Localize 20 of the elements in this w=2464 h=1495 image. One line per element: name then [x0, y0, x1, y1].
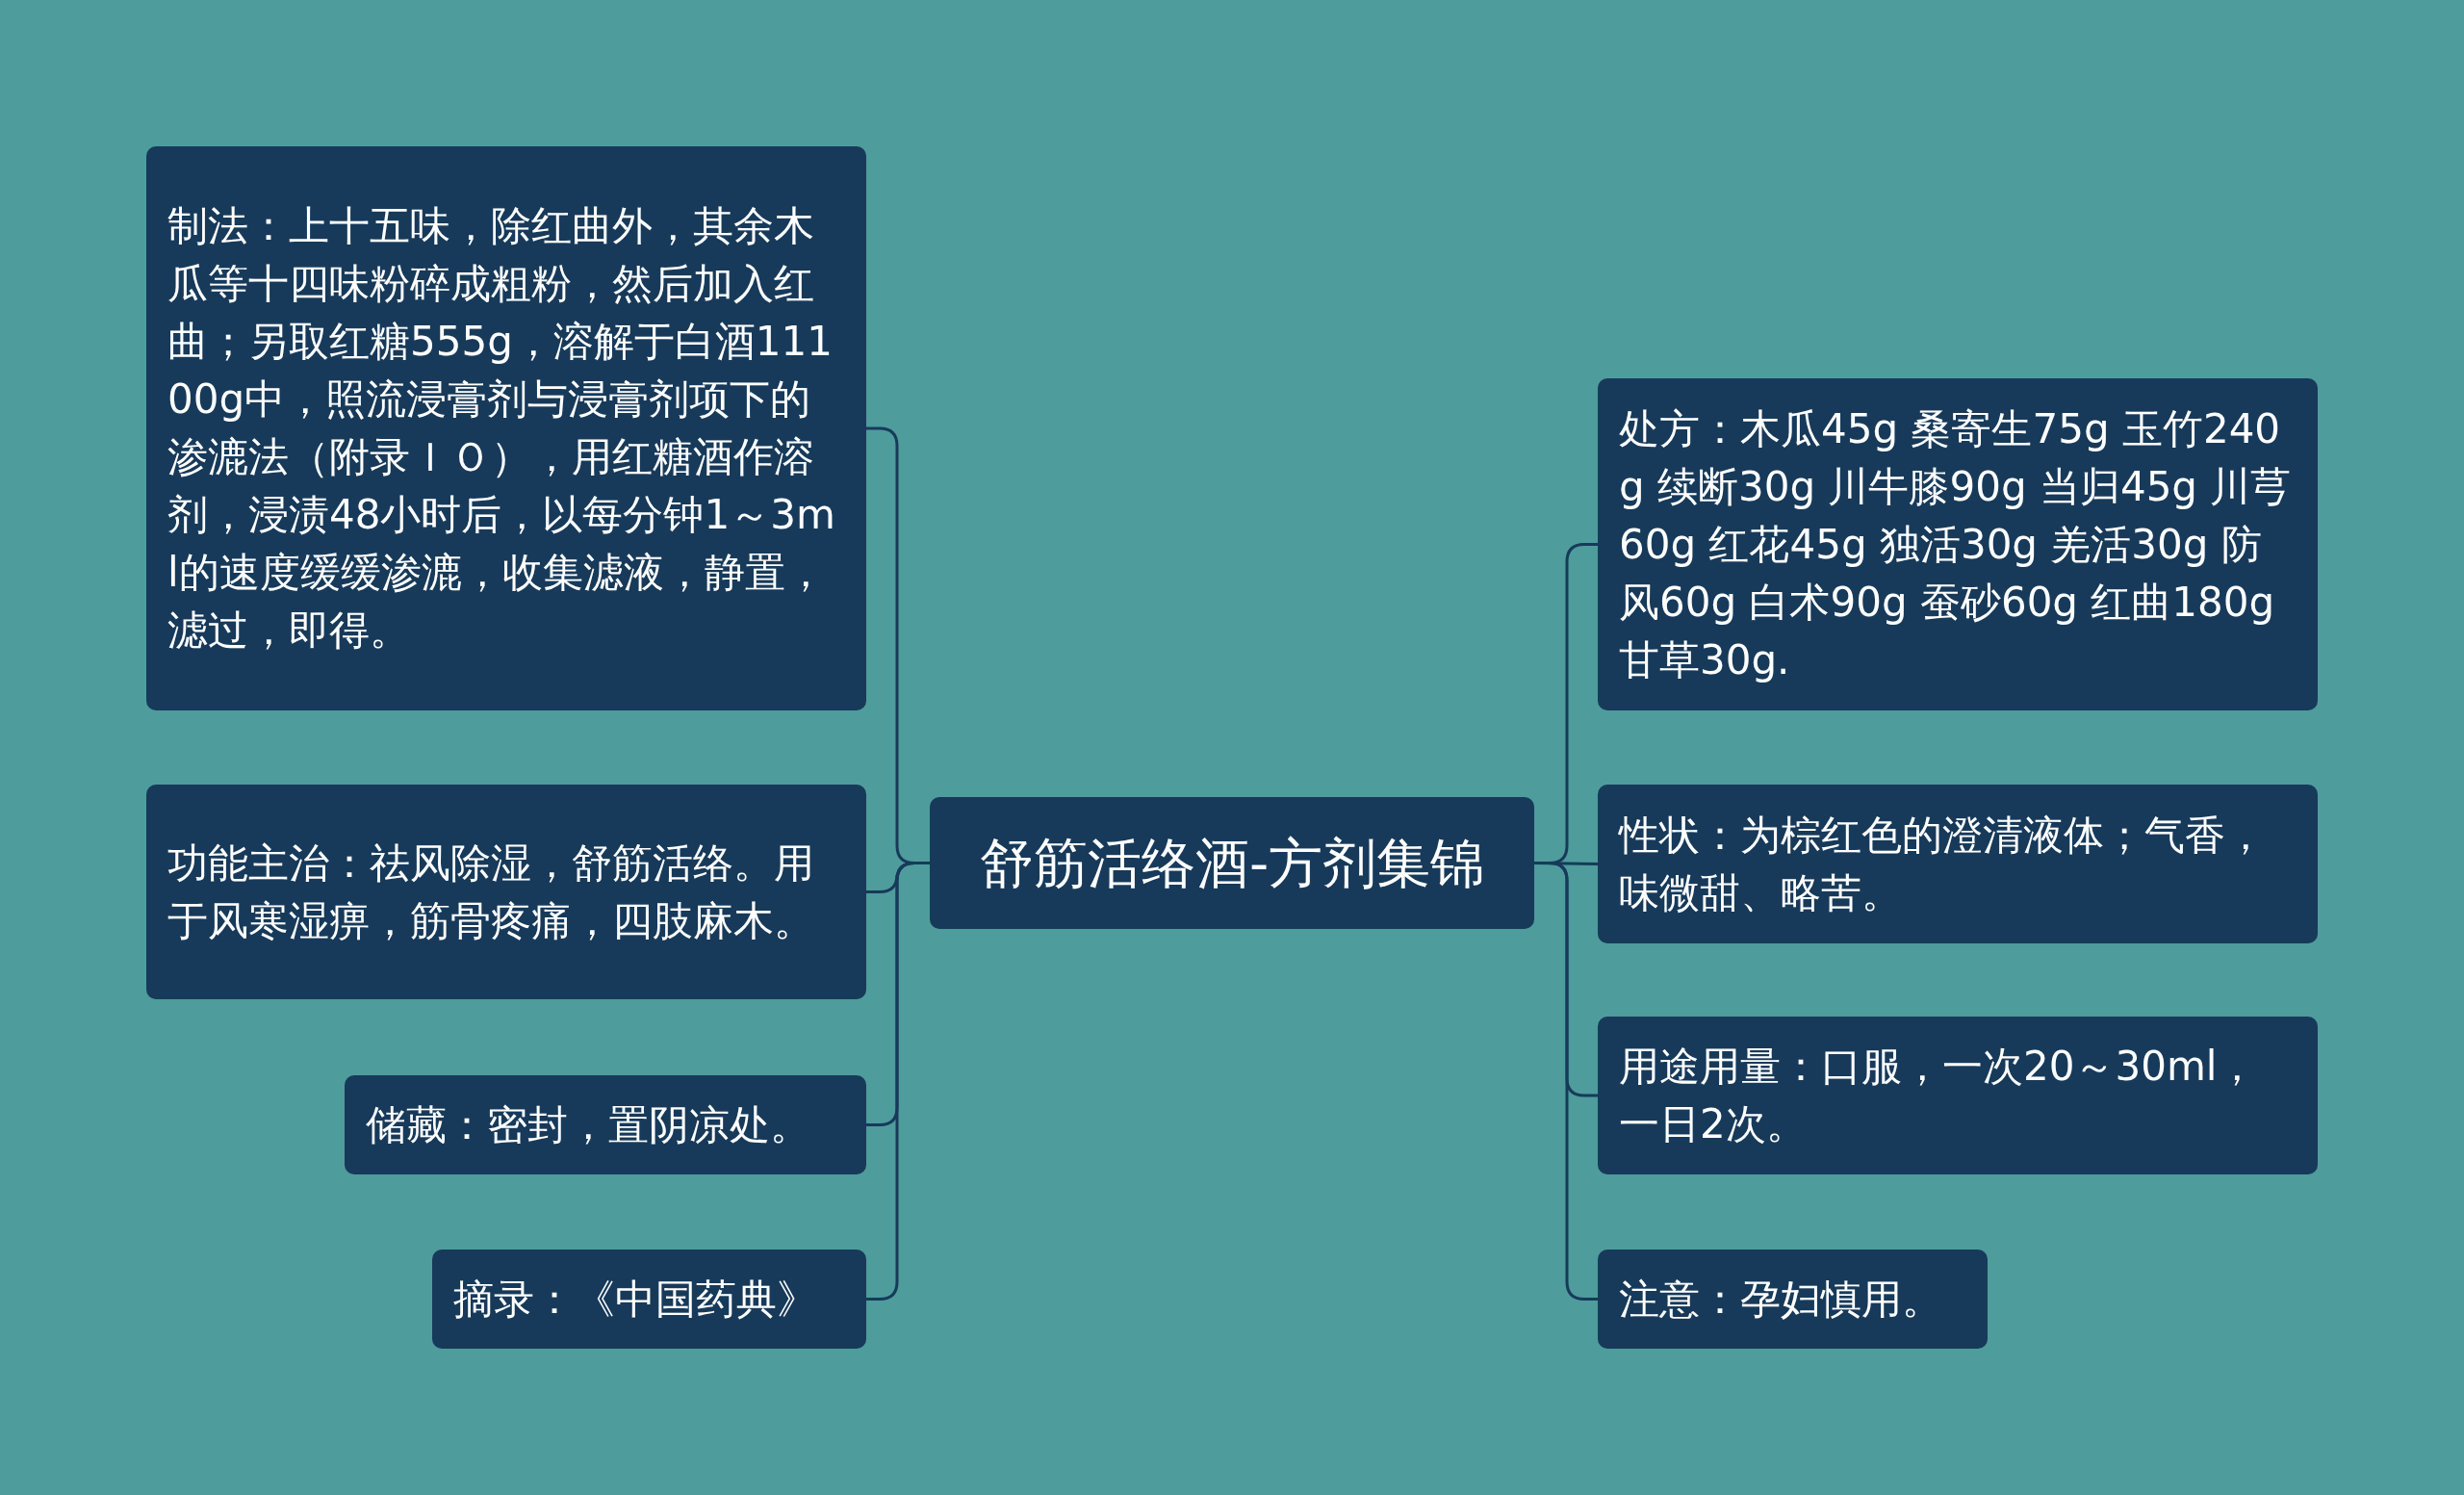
- topic-text: 舒筋活络酒-方剂集锦: [979, 830, 1485, 896]
- branch-box: [1598, 1017, 2318, 1174]
- branch-text: 用途用量：口服，一次20～30ml，一日2次。: [1619, 1042, 2259, 1149]
- branch-box: [146, 146, 866, 710]
- branch-box: [432, 1250, 866, 1349]
- branch-text: 注意：孕妇慎用。: [1619, 1274, 1942, 1325]
- branch-text: 性状：为棕红色的澄清液体；气香，味微甜、略苦。: [1619, 810, 2267, 918]
- branch-box: [146, 785, 866, 999]
- branch-box: [345, 1075, 866, 1174]
- branch-text: 功能主治：祛风除湿，舒筋活络。用于风寒湿痹，筋骨疼痛，四肢麻木。: [167, 838, 815, 946]
- branch-text: 制法：上十五味，除红曲外，其余木瓜等十四味粉碎成粗粉，然后加入红曲；另取红糖555g，溶解于白酒11100g中，照流浸膏剂与浸膏剂项下的渗漉法（附录ＩＯ），用红糖酒作溶剂，浸渍48小时后，以每分钟1～3ml的速度缓缓渗漉，收集滤液，静置，滤过，即得。: [167, 201, 836, 656]
- branch-box: [1598, 378, 2318, 710]
- connector-line: [1534, 862, 1598, 1301]
- topic-box: [930, 797, 1534, 929]
- branch-box: [1598, 1250, 1988, 1349]
- branch-text: 储藏：密封，置阴凉处。: [366, 1099, 810, 1150]
- branch-text: 摘录：《中国药典》: [453, 1274, 817, 1325]
- branch-text: 处方：木瓜45g 桑寄生75g 玉竹240g 续断30g 川牛膝90g 当归45g 川芎60g 红花45g 独活30g 羌活30g 防风60g 白术90g 蚕砂60g 红曲180g 甘草30g.: [1619, 403, 2293, 685]
- branch-box: [1598, 785, 2318, 943]
- connector-line: [866, 862, 930, 1301]
